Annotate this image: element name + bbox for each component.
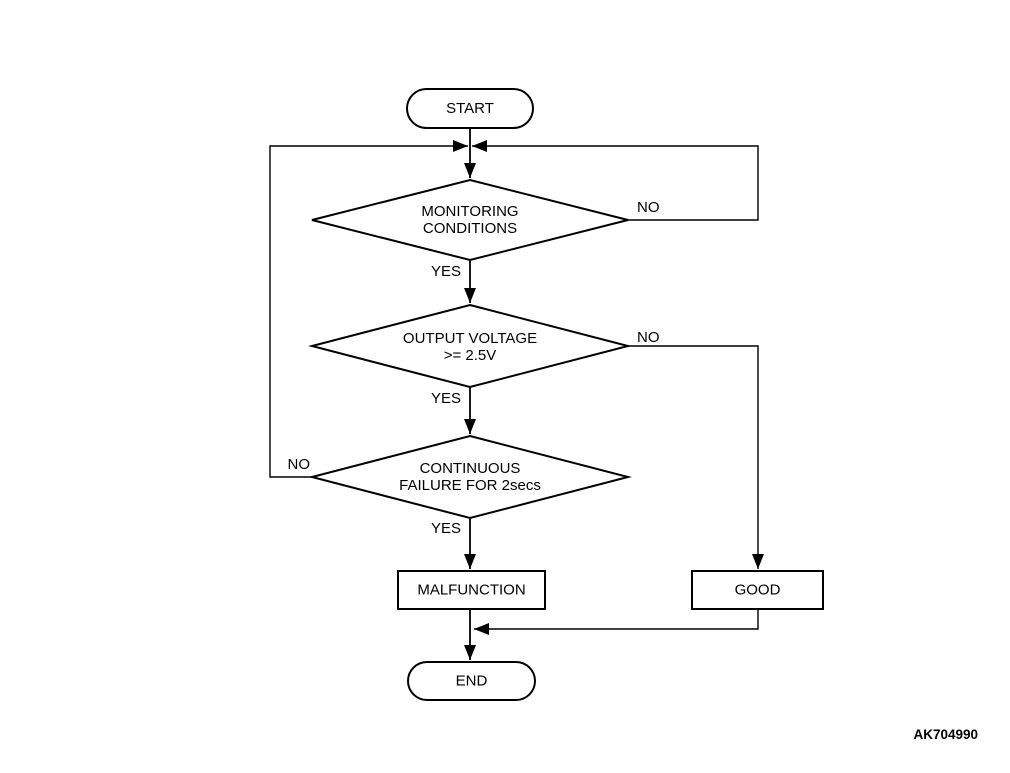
label-voltage-no: NO xyxy=(637,329,660,346)
end-terminator-shape xyxy=(407,661,536,701)
node-monitoring-conditions: MONITORING CONDITIONS xyxy=(311,178,629,262)
node-end: END xyxy=(407,661,536,701)
node-output-voltage: OUTPUT VOLTAGE >= 2.5V xyxy=(308,303,632,389)
malfunction-label: MALFUNCTION xyxy=(417,582,525,599)
continuous-decision-shape xyxy=(308,434,632,520)
edges xyxy=(269,128,764,660)
edge-good-to-end-join xyxy=(474,609,759,635)
continuous-label-line2: FAILURE FOR 2secs xyxy=(399,477,541,494)
monitoring-label-line1: MONITORING xyxy=(421,203,518,220)
edge-continuous-no-loop xyxy=(269,140,468,478)
continuous-label-line1: CONTINUOUS xyxy=(420,460,521,477)
figure-code: AK704990 xyxy=(913,727,978,742)
edge-voltage-no-to-good xyxy=(628,345,764,569)
label-monitoring-no: NO xyxy=(637,199,660,216)
label-monitoring-yes: YES xyxy=(431,263,461,280)
edge-monitoring-no-loop xyxy=(472,140,759,221)
node-continuous-failure: CONTINUOUS FAILURE FOR 2secs xyxy=(308,434,632,520)
monitoring-decision-shape xyxy=(311,178,629,262)
voltage-label-line1: OUTPUT VOLTAGE xyxy=(403,330,537,347)
node-start: START xyxy=(406,88,534,129)
start-label: START xyxy=(446,100,494,117)
good-label: GOOD xyxy=(735,582,781,599)
voltage-label-line2: >= 2.5V xyxy=(444,347,497,364)
start-terminator-shape xyxy=(406,88,534,129)
monitoring-label-line2: CONDITIONS xyxy=(423,220,517,237)
malfunction-process-shape xyxy=(397,570,546,610)
end-label: END xyxy=(456,673,488,690)
node-good: GOOD xyxy=(691,570,824,610)
good-process-shape xyxy=(691,570,824,610)
label-voltage-yes: YES xyxy=(431,390,461,407)
voltage-decision-shape xyxy=(308,303,632,389)
node-malfunction: MALFUNCTION xyxy=(397,570,546,610)
label-continuous-yes: YES xyxy=(431,520,461,537)
label-continuous-no: NO xyxy=(288,456,311,473)
